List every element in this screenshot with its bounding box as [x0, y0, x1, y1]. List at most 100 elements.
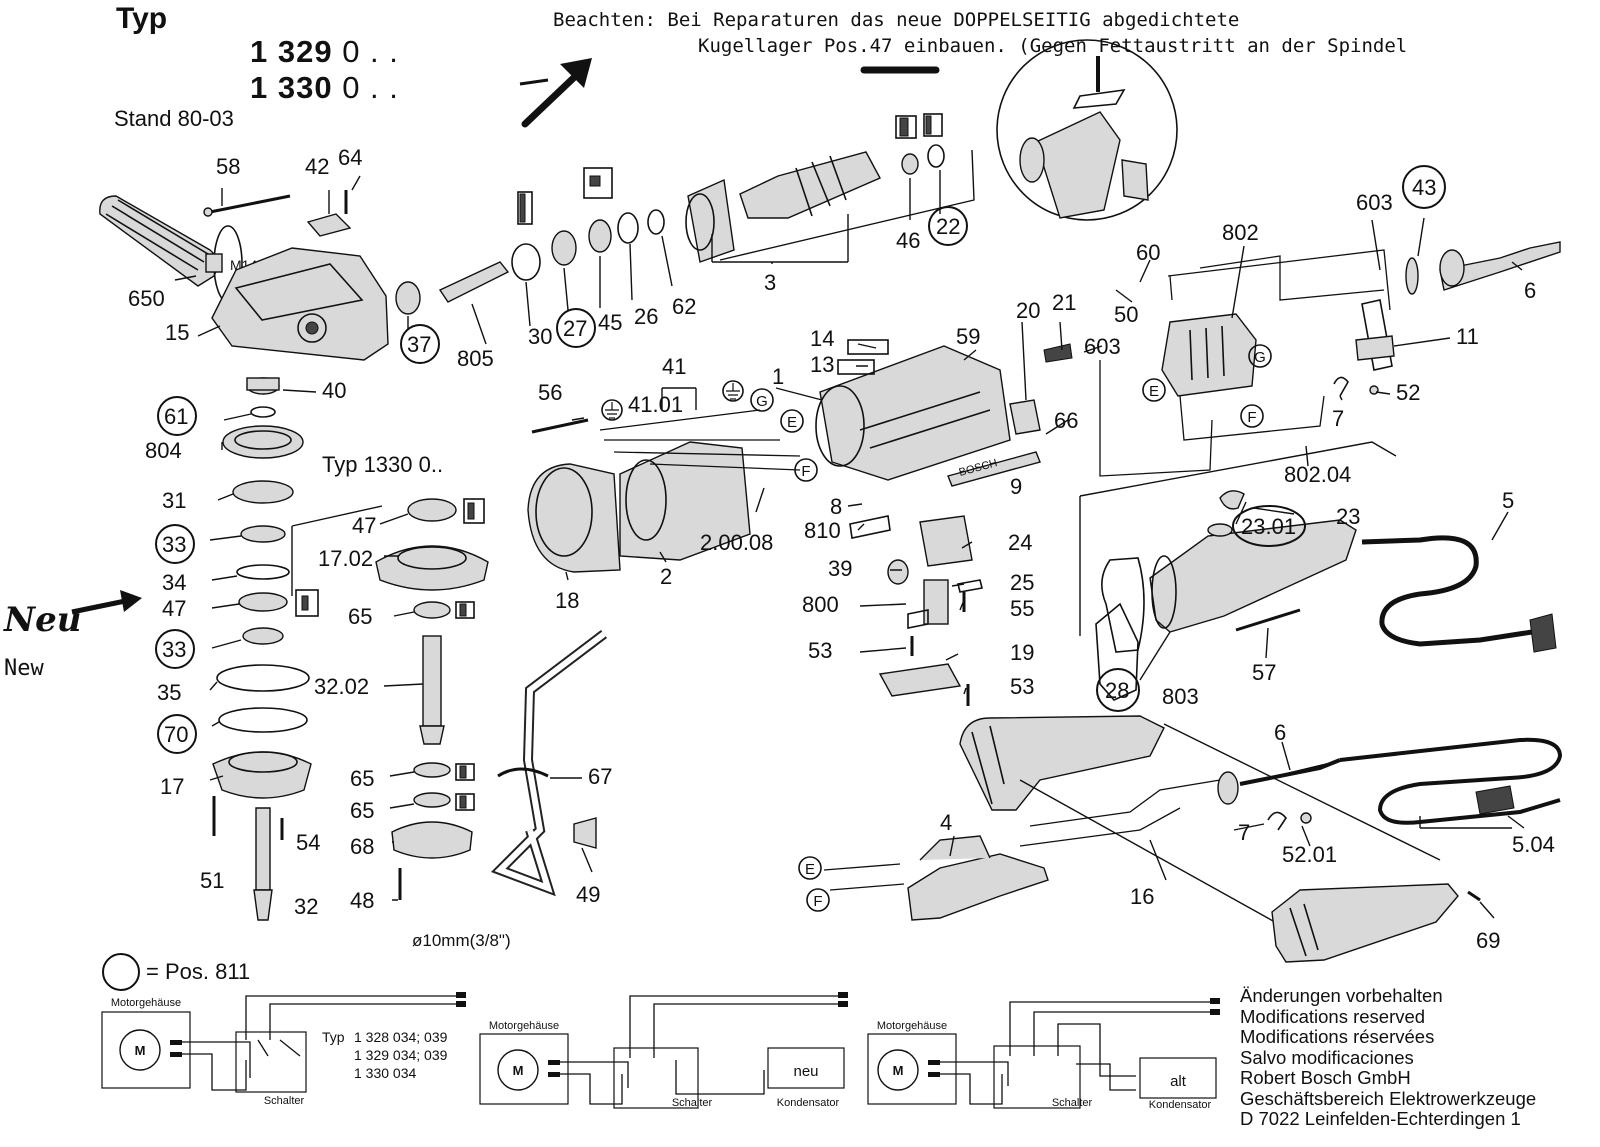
connector-e: E — [805, 861, 815, 878]
armature-row — [395, 144, 975, 315]
callout: 45 — [598, 310, 622, 335]
callout: 65 — [350, 766, 374, 791]
bearing-badge-icons — [295, 498, 485, 811]
callout: 31 — [162, 488, 186, 513]
center-stack-1330 — [291, 498, 489, 900]
callout: 53 — [808, 638, 832, 663]
callout: 3 — [764, 270, 776, 295]
legend-text: = Pos. 811 — [146, 959, 251, 984]
callout: 58 — [216, 154, 240, 179]
callout: 25 — [1010, 570, 1034, 595]
callout: 49 — [576, 882, 600, 907]
callout: 56 — [538, 380, 562, 405]
new-marker: New — [4, 656, 44, 681]
connector-g: G — [1254, 349, 1266, 366]
callout: 37 — [407, 332, 431, 357]
callout: 66 — [1054, 408, 1078, 433]
callout: 47 — [162, 596, 186, 621]
stator-2 — [619, 441, 751, 561]
callout: 62 — [672, 294, 696, 319]
callout: 803 — [1162, 684, 1199, 709]
callout: 70 — [164, 722, 188, 747]
motor-symbol: M — [135, 1043, 146, 1058]
typ-heading: Typ — [116, 2, 168, 35]
handle-803-group — [1079, 441, 1557, 653]
callout: 67 — [588, 764, 612, 789]
callout: 804 — [145, 438, 182, 463]
callout: 650 — [128, 286, 165, 311]
callout: 32.02 — [314, 674, 369, 699]
callout: 52.01 — [1282, 842, 1337, 867]
capacitor-label: neu — [793, 1063, 818, 1080]
wiring-types: Typ 1 328 034; 039 1 329 034; 039 1 330 … — [322, 1029, 448, 1081]
model-number: 1 330 — [250, 70, 333, 105]
callout-numbers: 650 58 42 64 15 37 805 30 27 45 26 62 3 … — [128, 145, 1555, 953]
callout: 28 — [1105, 678, 1129, 703]
footer-line: Modifications réservées — [1240, 1026, 1435, 1047]
callout: 23 — [1336, 504, 1360, 529]
callout: 57 — [1252, 660, 1276, 685]
callout: 18 — [555, 588, 579, 613]
wiring-diagram-2: Motorgehäuse M Schalter neu Kondensator — [479, 992, 848, 1109]
callout: 47 — [352, 513, 376, 538]
footer-line: Robert Bosch GmbH — [1240, 1067, 1411, 1088]
callout: 17 — [160, 774, 184, 799]
motor-symbol: M — [893, 1063, 904, 1078]
callout: 52 — [1396, 380, 1420, 405]
callout: 53 — [1010, 674, 1034, 699]
housing-label: Motorgehäuse — [877, 1020, 947, 1032]
pointer-arrow-icon — [519, 58, 592, 128]
callout: 64 — [338, 145, 362, 170]
sub-typ-label: Typ 1330 0.. — [322, 452, 443, 477]
connector-f: F — [813, 893, 822, 910]
callout: 22 — [936, 214, 960, 239]
callout: 6 — [1274, 720, 1286, 745]
callout: 43 — [1412, 175, 1436, 200]
callout: 24 — [1008, 530, 1032, 555]
switch-label: Schalter — [1052, 1097, 1093, 1109]
callout: 800 — [802, 592, 839, 617]
capacitor-text: Kondensator — [1149, 1099, 1212, 1111]
footer-line: Salvo modificaciones — [1240, 1046, 1414, 1068]
ring-18 — [527, 463, 621, 573]
detail-inset — [996, 39, 1178, 221]
callout: 54 — [296, 830, 320, 855]
wiring-diagram-1: Motorgehäuse M Schalter — [101, 992, 466, 1107]
callout: 55 — [1010, 596, 1034, 621]
wiring-diagram-3: Motorgehäuse M Schalter alt Kondensator — [867, 998, 1220, 1111]
types-line: 1 329 034; 039 — [354, 1047, 448, 1063]
model-number: 1 329 — [250, 34, 333, 69]
callout: 42 — [305, 154, 329, 179]
callout: 46 — [896, 228, 920, 253]
housing-label: Motorgehäuse — [111, 997, 181, 1009]
callout: 61 — [164, 404, 188, 429]
repair-note-line-1: Beachten: Bei Reparaturen das neue DOPPE… — [553, 9, 1240, 31]
callout: 603 — [1084, 334, 1121, 359]
types-line: 1 328 034; 039 — [354, 1029, 448, 1045]
ground-symbol-icon — [601, 399, 623, 421]
capacitor-label: alt — [1170, 1073, 1187, 1090]
callout: 23.01 — [1241, 514, 1296, 539]
footer-line: Geschäftsbereich Elektrowerkzeuge — [1240, 1087, 1537, 1109]
callout: 48 — [350, 888, 374, 913]
circle-symbol-icon — [102, 953, 140, 991]
callout: 603 — [1356, 190, 1393, 215]
revision-stand: Stand 80-03 — [114, 106, 234, 131]
callout: 33 — [162, 637, 186, 662]
callout: 7 — [1238, 820, 1250, 845]
callout: 8 — [830, 494, 842, 519]
model-suffix: 0 . . — [342, 70, 399, 105]
switch-label: Schalter — [672, 1097, 713, 1109]
callout: 32 — [294, 894, 318, 919]
neu-marker: Neu — [4, 600, 82, 640]
leader-lines — [174, 170, 1525, 919]
callout: 26 — [634, 304, 658, 329]
callout: 2.00.08 — [700, 530, 773, 555]
footer-line: D 7022 Leinfelden-Echterdingen 1 — [1240, 1108, 1521, 1129]
callout: 805 — [457, 346, 494, 371]
callout: 11 — [1456, 324, 1479, 349]
callout: 5.04 — [1512, 832, 1555, 857]
handle-16-group — [823, 715, 1563, 963]
callout: 65 — [348, 604, 372, 629]
